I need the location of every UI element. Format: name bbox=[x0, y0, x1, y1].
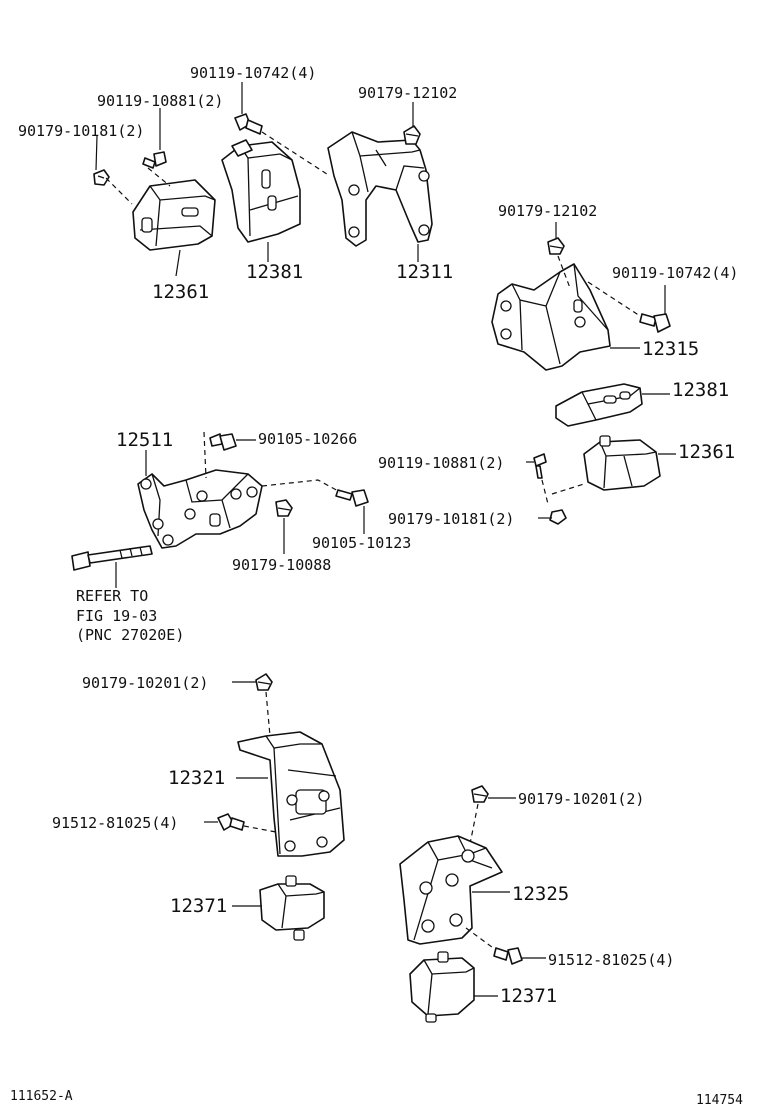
footer-illustration-code: 111652-A bbox=[10, 1089, 73, 1104]
long-bolt-refer-fig-19-03[interactable] bbox=[71, 545, 153, 571]
engine-mount-insulator-12361-right[interactable] bbox=[583, 435, 661, 491]
label-90179-10181-top: 90179-10181(2) bbox=[18, 122, 144, 140]
label-12381-right: 12381 bbox=[672, 379, 729, 401]
mount-insulator-12381-top[interactable] bbox=[221, 139, 301, 243]
refer-note-line-2: FIG 19-03 bbox=[76, 607, 157, 625]
label-90179-10088: 90179-10088 bbox=[232, 556, 331, 574]
label-90105-10123: 90105-10123 bbox=[312, 534, 411, 552]
label-12361-top: 12361 bbox=[152, 281, 209, 303]
nut-90179-10201-left[interactable] bbox=[255, 673, 273, 691]
bolt-90105-10266[interactable] bbox=[209, 433, 237, 451]
bolt-90119-10881-left[interactable] bbox=[142, 151, 167, 169]
bolt-91512-81025-right[interactable] bbox=[493, 947, 523, 965]
label-12381-top: 12381 bbox=[246, 261, 303, 283]
label-91512-81025-left: 91512-81025(4) bbox=[52, 814, 178, 832]
engine-mount-insulator-12361-left[interactable] bbox=[132, 179, 216, 251]
label-90179-12102-right: 90179-12102 bbox=[498, 202, 597, 220]
footer-figure-number: 114754 bbox=[696, 1093, 743, 1108]
refer-note-line-3: (PNC 27020E) bbox=[76, 626, 184, 644]
label-12325: 12325 bbox=[512, 883, 569, 905]
label-12371-right: 12371 bbox=[500, 985, 557, 1007]
mount-insulator-12381-right[interactable] bbox=[555, 383, 643, 427]
label-12315: 12315 bbox=[642, 338, 699, 360]
bolt-90119-10742-right[interactable] bbox=[639, 313, 671, 333]
label-90105-10266: 90105-10266 bbox=[258, 430, 357, 448]
bolt-90119-10742-top[interactable] bbox=[234, 113, 263, 135]
refer-note-line-1: REFER TO bbox=[76, 587, 148, 605]
nut-90179-10088[interactable] bbox=[275, 499, 293, 517]
label-90119-10881-right: 90119-10881(2) bbox=[378, 454, 504, 472]
engine-mount-bracket-12311[interactable] bbox=[327, 131, 433, 247]
frame-mount-bracket-12321[interactable] bbox=[237, 731, 345, 857]
nut-90179-10181-right[interactable] bbox=[549, 509, 567, 525]
label-90179-10201-left: 90179-10201(2) bbox=[82, 674, 208, 692]
frame-mount-bracket-12325[interactable] bbox=[399, 835, 503, 945]
label-90119-10881-top: 90119-10881(2) bbox=[97, 92, 223, 110]
engine-mount-bracket-12315[interactable] bbox=[491, 263, 611, 371]
label-12371-left: 12371 bbox=[170, 895, 227, 917]
nut-90179-10181-left[interactable] bbox=[93, 169, 110, 186]
label-90179-10181-right: 90179-10181(2) bbox=[388, 510, 514, 528]
frame-mount-cushion-12371-right[interactable] bbox=[409, 951, 475, 1023]
label-90179-12102-top: 90179-12102 bbox=[358, 84, 457, 102]
label-12511: 12511 bbox=[116, 429, 173, 451]
frame-mount-cushion-12371-left[interactable] bbox=[259, 875, 325, 941]
label-12321: 12321 bbox=[168, 767, 225, 789]
nut-90179-10201-right[interactable] bbox=[471, 785, 489, 803]
nut-90179-12102-top[interactable] bbox=[403, 125, 421, 145]
label-12361-right: 12361 bbox=[678, 441, 735, 463]
label-90179-10201-right: 90179-10201(2) bbox=[518, 790, 644, 808]
engine-mount-bracket-12511[interactable] bbox=[137, 469, 263, 549]
label-90119-10742-top: 90119-10742(4) bbox=[190, 64, 316, 82]
bolt-90119-10881-right[interactable] bbox=[533, 453, 547, 479]
label-12311: 12311 bbox=[396, 261, 453, 283]
bolt-90105-10123[interactable] bbox=[335, 489, 369, 507]
nut-90179-12102-right[interactable] bbox=[547, 237, 565, 255]
label-91512-81025-right: 91512-81025(4) bbox=[548, 951, 674, 969]
label-90119-10742-right: 90119-10742(4) bbox=[612, 264, 738, 282]
bolt-91512-81025-left[interactable] bbox=[217, 813, 245, 831]
